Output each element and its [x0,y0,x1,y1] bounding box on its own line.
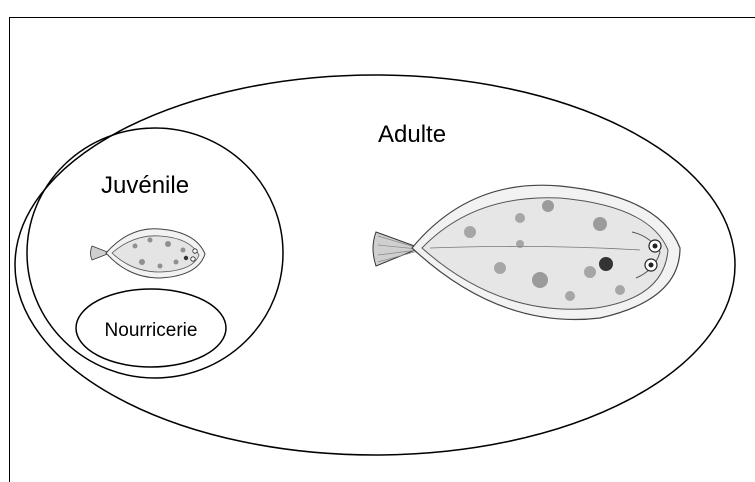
juvenile-flatfish-icon [91,229,206,278]
nursery-label: Nourricerie [105,320,198,341]
juvenile-label: Juvénile [101,172,189,199]
adult-label: Adulte [378,121,446,148]
adult-flatfish-icon [373,185,680,319]
